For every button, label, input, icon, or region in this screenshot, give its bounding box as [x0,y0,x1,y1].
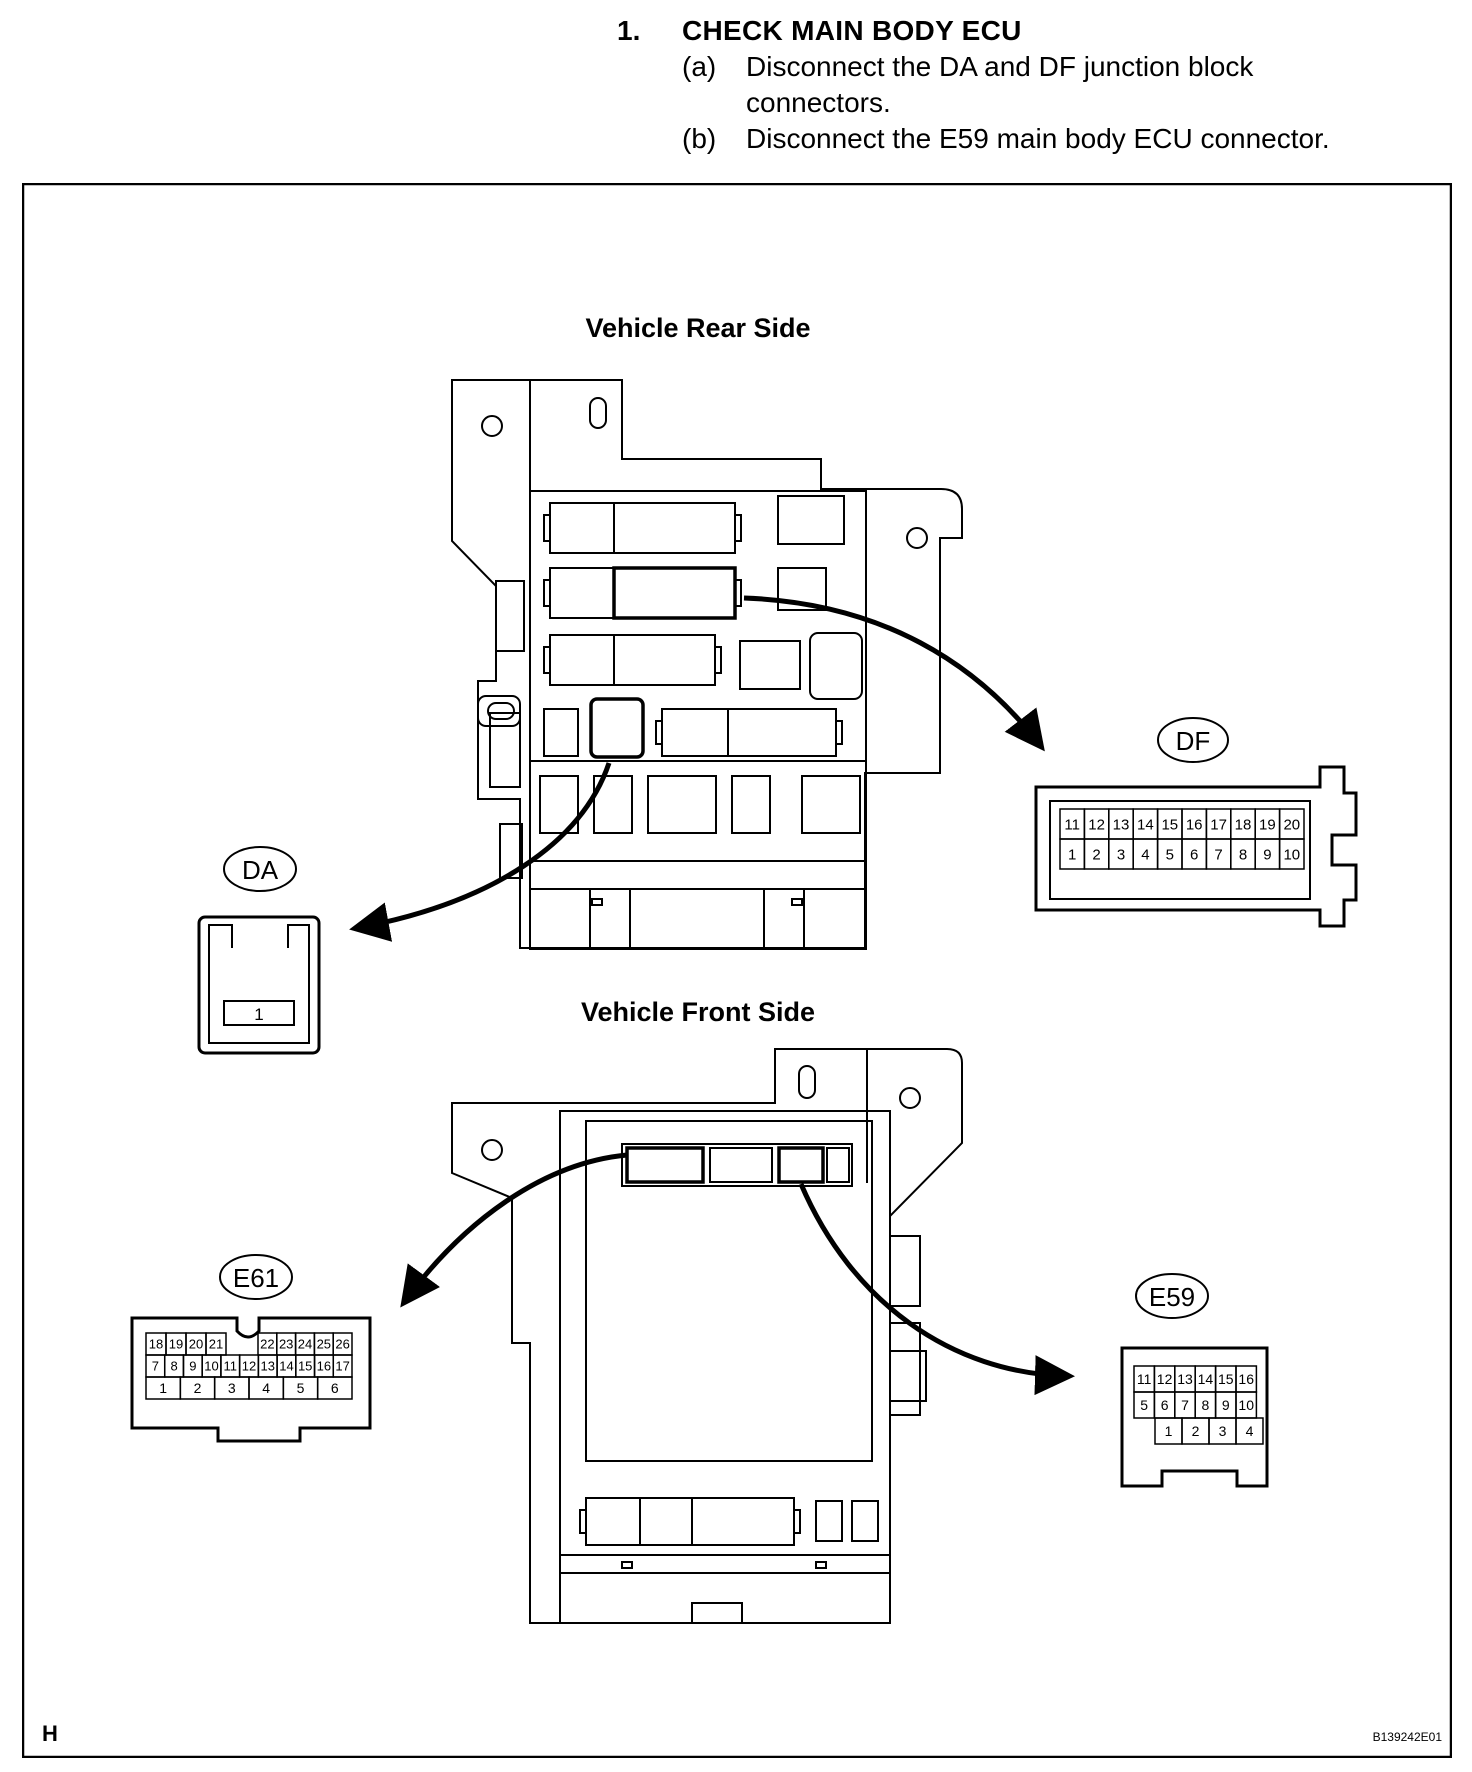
e59-pin-11: 11 [1137,1371,1152,1387]
e59-pin-8: 8 [1202,1397,1210,1413]
substep-a-text: Disconnect the DA and DF junction block [746,51,1254,82]
e59-pin-9: 9 [1222,1397,1230,1413]
e61-pin-5: 5 [297,1380,305,1396]
arrow-to-e59 [798,1183,1075,1396]
step-number: 1. [617,15,641,46]
e59-pin-6: 6 [1161,1397,1169,1413]
df-pin-13: 13 [1113,816,1130,833]
e59-pin-10: 10 [1238,1397,1254,1413]
step-title: CHECK MAIN BODY ECU [682,15,1022,46]
e61-pin-19: 19 [169,1337,183,1352]
e61-pin-16: 16 [317,1359,331,1374]
e61-pin-6-cell [316,1376,353,1400]
rear-junction-block [451,379,963,950]
df-pin-5: 5 [1166,846,1174,863]
e61-pin-13: 13 [260,1359,274,1374]
substep-b-letter: (b) [682,123,717,154]
e61-pin-24: 24 [298,1337,312,1352]
e61-pin-17: 17 [335,1359,349,1374]
df-pin-9: 9 [1263,846,1271,863]
e59-pin-12: 12 [1157,1371,1173,1387]
connector-df-label: DF [1176,726,1211,756]
df-pin-2: 2 [1092,846,1100,863]
df-pin-18: 18 [1235,816,1252,833]
corner-letter: H [42,1721,58,1746]
e61-pin-21: 21 [209,1337,223,1352]
e59-pin-1: 1 [1165,1423,1173,1439]
e61-pin-4: 4 [262,1380,270,1396]
e61-pin-9: 9 [189,1359,196,1374]
e59-pin-15: 15 [1218,1371,1234,1387]
substep-b-text: Disconnect the E59 main body ECU connect… [746,123,1330,154]
e61-pin-1: 1 [159,1380,167,1396]
diagram-frame [22,183,1452,1758]
arrow-to-df [743,595,1045,752]
vehicle-rear-side-label: Vehicle Rear Side [585,313,810,343]
e59-pin-7: 7 [1181,1397,1189,1413]
e61-pin-25: 25 [317,1337,331,1352]
df-pin-15: 15 [1161,816,1178,833]
df-pin-3: 3 [1117,846,1125,863]
e61-pin-23: 23 [279,1337,293,1352]
substep-a-text-continued: connectors. [746,87,891,118]
e61-pin-11: 11 [224,1359,238,1374]
df-pin-14: 14 [1137,816,1154,833]
df-pin-1: 1 [1068,846,1076,863]
df-pin-6: 6 [1190,846,1198,863]
vehicle-front-side-label: Vehicle Front Side [581,997,815,1027]
substep-a-letter: (a) [682,51,717,82]
connector-location-diagram: Vehicle Rear Side Vehicle Front Side [22,183,1452,1758]
connector-da-label: DA [242,855,279,885]
e61-pin-18: 18 [149,1337,163,1352]
e61-pin-3: 3 [228,1380,236,1396]
arrow-to-e61 [400,1152,628,1308]
df-pin-10: 10 [1283,846,1300,863]
e61-pin-14: 14 [279,1359,293,1374]
df-pin-19: 19 [1259,816,1276,833]
e59-pin-4-cell [1235,1417,1264,1445]
e59-pin-2: 2 [1192,1423,1200,1439]
e61-pin-10: 10 [204,1359,218,1374]
e59-pin-3: 3 [1219,1423,1227,1439]
df-pin-4: 4 [1141,846,1149,863]
e59-pin-4: 4 [1246,1423,1254,1439]
connector-e59-label: E59 [1149,1282,1195,1312]
df-pin-10-cell [1278,838,1305,870]
e61-pin-15: 15 [298,1359,312,1374]
figure-code: B139242E01 [1373,1730,1443,1744]
da-pin-1: 1 [254,1005,263,1024]
e61-pin-22: 22 [260,1337,274,1352]
e61-pin-2: 2 [194,1380,202,1396]
df-pin-11: 11 [1064,816,1080,833]
connector-e61-label: E61 [233,1263,279,1293]
e59-pin-14: 14 [1198,1371,1214,1387]
e61-pin-20: 20 [189,1337,203,1352]
front-junction-block [451,1048,963,1624]
df-pin-8: 8 [1239,846,1247,863]
df-pin-17: 17 [1210,816,1227,833]
connector-da: DA 1 [197,846,321,1055]
e59-pin-16: 16 [1238,1371,1254,1387]
e61-pin-8: 8 [170,1359,177,1374]
e61-pin-26: 26 [335,1337,349,1352]
e61-pin-6: 6 [331,1380,339,1396]
e61-pin-7: 7 [152,1359,159,1374]
e59-pin-5: 5 [1140,1397,1148,1413]
e61-pin-12: 12 [242,1359,256,1374]
e59-pin-13: 13 [1177,1371,1193,1387]
df-pin-16: 16 [1186,816,1203,833]
df-pin-20: 20 [1283,816,1300,833]
df-pin-12: 12 [1088,816,1105,833]
arrow-to-da [349,762,612,942]
df-pin-7: 7 [1214,846,1222,863]
